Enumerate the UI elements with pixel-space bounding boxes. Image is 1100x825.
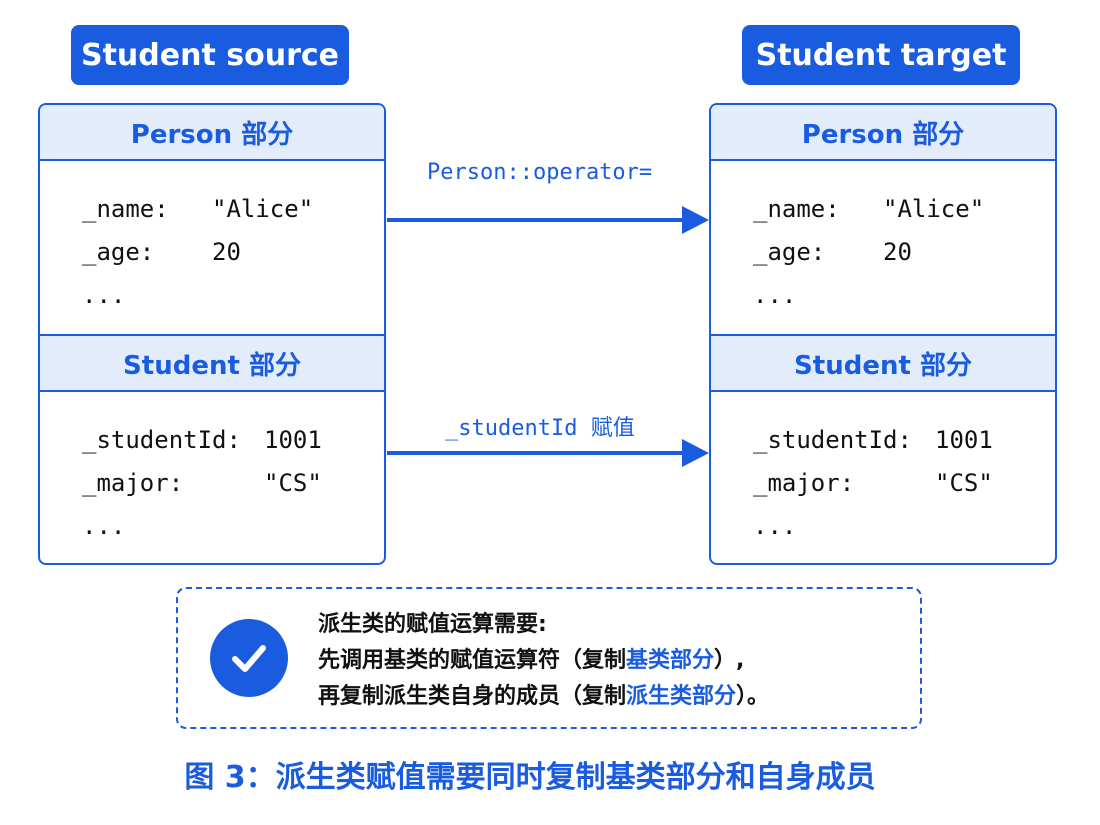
more-fields: ... (82, 280, 126, 309)
target-title: Student target (742, 25, 1020, 85)
studentid-assign-label: _studentId 赋值 (445, 416, 635, 441)
target-object: Person 部分 _name: "Alice" _age: 20 ... St… (709, 103, 1057, 565)
checkmark-glyph (232, 645, 266, 672)
field-value: 20 (212, 237, 241, 266)
check-circle-icon (210, 619, 288, 697)
field-name: _studentId: (82, 425, 241, 454)
note-line-3: 再复制派生类自身的成员（复制派生类部分）。 (318, 679, 769, 715)
person-operator-label: Person::operator= (427, 160, 653, 185)
more-fields: ... (753, 280, 797, 309)
field-value: 1001 (935, 425, 993, 454)
field-row: _studentId: 1001 (82, 418, 384, 461)
note-line-1: 派生类的赋值运算需要: (318, 612, 547, 637)
base-part-highlight: 基类部分 (626, 648, 715, 673)
field-row: _major: "CS" (753, 461, 1055, 504)
derived-part-highlight: 派生类部分 (626, 684, 737, 709)
field-name: _major: (753, 468, 855, 497)
section-divider (711, 334, 1055, 336)
field-value: "Alice" (212, 194, 314, 223)
source-student-header: Student 部分 (40, 336, 384, 392)
note-text: 派生类的赋值运算需要: 先调用基类的赋值运算符（复制基类部分）, 再复制派生类自… (318, 607, 769, 715)
field-value: 1001 (264, 425, 322, 454)
source-person-header: Person 部分 (40, 105, 384, 161)
note-line-3-post: ）。 (736, 684, 770, 709)
more-fields: ... (753, 511, 797, 540)
person-assign-arrow (387, 206, 709, 234)
target-person-body: _name: "Alice" _age: 20 ... (711, 161, 1055, 334)
note-line-2-post: ）, (714, 648, 745, 673)
section-divider (40, 334, 384, 336)
figure-caption: 图 3：派生类赋值需要同时复制基类部分和自身成员 (184, 760, 876, 795)
field-name: _major: (82, 468, 184, 497)
student-assign-arrow (387, 439, 709, 467)
field-name: _age: (82, 237, 155, 266)
note-line-3-pre: 再复制派生类自身的成员（复制 (318, 684, 627, 709)
field-row: _name: "Alice" (82, 187, 384, 230)
field-row: _major: "CS" (82, 461, 384, 504)
note-line-2-pre: 先调用基类的赋值运算符（复制 (318, 648, 627, 673)
field-value: "Alice" (883, 194, 985, 223)
field-row: _age: 20 (82, 230, 384, 273)
field-value: 20 (883, 237, 912, 266)
explanation-note: 派生类的赋值运算需要: 先调用基类的赋值运算符（复制基类部分）, 再复制派生类自… (176, 587, 922, 729)
source-person-body: _name: "Alice" _age: 20 ... (40, 161, 384, 334)
source-object: Person 部分 _name: "Alice" _age: 20 ... St… (38, 103, 386, 565)
field-value: "CS" (264, 468, 322, 497)
source-student-body: _studentId: 1001 _major: "CS" ... (40, 392, 384, 563)
source-title: Student source (71, 25, 349, 85)
more-fields: ... (82, 511, 126, 540)
field-value: "CS" (935, 468, 993, 497)
note-line-2: 先调用基类的赋值运算符（复制基类部分）, (318, 643, 769, 679)
field-name: _age: (753, 237, 826, 266)
field-row: _studentId: 1001 (753, 418, 1055, 461)
field-name: _name: (82, 194, 169, 223)
field-row: _age: 20 (753, 230, 1055, 273)
target-student-header: Student 部分 (711, 336, 1055, 392)
target-person-header: Person 部分 (711, 105, 1055, 161)
field-name: _name: (753, 194, 840, 223)
target-student-body: _studentId: 1001 _major: "CS" ... (711, 392, 1055, 563)
field-row: _name: "Alice" (753, 187, 1055, 230)
field-name: _studentId: (753, 425, 912, 454)
